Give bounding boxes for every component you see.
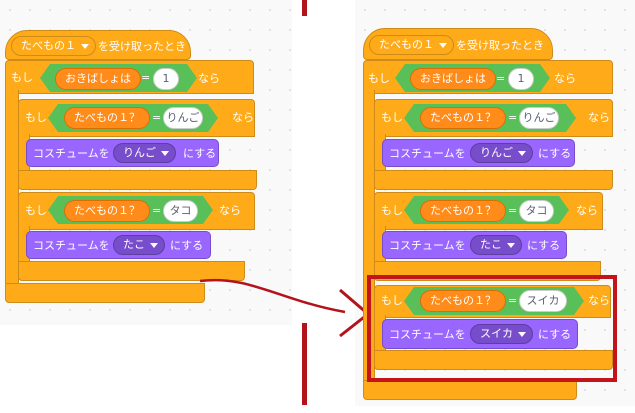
if-block-foot [374, 350, 613, 370]
if-keyword: もし [25, 204, 47, 217]
then-label: なら [588, 294, 610, 307]
when-i-receive-block[interactable] [5, 30, 191, 60]
costume-dropdown[interactable]: たこ [113, 235, 165, 255]
equals-sign: = [152, 111, 162, 124]
if-keyword: もし [381, 204, 403, 217]
if-keyword: もし [368, 72, 390, 85]
variable-reporter[interactable]: たべもの１？ [64, 107, 150, 129]
equals-sign: = [508, 204, 518, 217]
if-block-arm [5, 90, 19, 290]
then-label: なら [198, 72, 220, 85]
if-block-foot [18, 261, 245, 281]
costume-prefix-label: コスチュームを [33, 147, 110, 160]
costume-prefix-label: コスチュームを [389, 328, 466, 341]
value-field[interactable]: りんご [519, 107, 559, 129]
then-label: なら [219, 204, 241, 217]
variable-reporter[interactable]: おきばしょは [410, 68, 496, 90]
costume-dropdown[interactable]: りんご [470, 143, 533, 163]
divider-line [302, 323, 307, 405]
costume-suffix-label: にする [170, 239, 204, 252]
then-label: なら [588, 111, 610, 124]
then-label: なら [232, 111, 254, 124]
highlight-box [367, 275, 617, 382]
equals-sign: = [141, 71, 151, 84]
message-dropdown[interactable]: たべもの１ [11, 36, 96, 56]
costume-dropdown[interactable]: たこ [470, 235, 522, 255]
equals-sign: = [508, 111, 518, 124]
message-dropdown[interactable]: たべもの１ [369, 35, 454, 55]
if-keyword: もし [381, 294, 403, 307]
value-field[interactable]: 1 [153, 68, 179, 90]
variable-reporter[interactable]: たべもの１？ [64, 200, 150, 222]
equals-sign: = [496, 72, 506, 85]
equals-sign: = [152, 204, 162, 217]
variable-reporter[interactable]: おきばしょは [55, 68, 141, 90]
costume-prefix-label: コスチュームを [33, 239, 110, 252]
value-field[interactable]: スイカ [519, 290, 567, 312]
costume-suffix-label: にする [527, 239, 561, 252]
variable-reporter[interactable]: たべもの１？ [420, 200, 506, 222]
costume-suffix-label: にする [538, 328, 572, 341]
costume-dropdown[interactable]: りんご [113, 143, 176, 163]
variable-reporter[interactable]: たべもの１？ [420, 107, 506, 129]
hat-suffix-label: を受け取ったとき [456, 39, 544, 52]
value-field[interactable]: タコ [519, 200, 554, 222]
costume-suffix-label: にする [183, 147, 217, 160]
value-field[interactable]: 1 [508, 68, 534, 90]
if-keyword: もし [25, 111, 47, 124]
variable-reporter[interactable]: たべもの１？ [420, 290, 506, 312]
if-block-foot [5, 283, 205, 303]
costume-prefix-label: コスチュームを [389, 239, 466, 252]
value-field[interactable]: タコ [163, 200, 198, 222]
hat-suffix-label: を受け取ったとき [98, 40, 186, 53]
equals-sign: = [508, 294, 518, 307]
then-label: なら [554, 72, 576, 85]
costume-prefix-label: コスチュームを [389, 147, 466, 160]
if-keyword: もし [381, 111, 403, 124]
if-block-foot [18, 170, 257, 190]
if-block-foot [374, 170, 613, 190]
costume-dropdown[interactable]: スイカ [470, 324, 533, 344]
divider-line [302, 0, 307, 16]
then-label: なら [576, 204, 598, 217]
if-keyword: もし [11, 71, 33, 84]
if-block-foot [363, 380, 577, 400]
costume-suffix-label: にする [538, 147, 572, 160]
value-field[interactable]: りんご [163, 107, 203, 129]
